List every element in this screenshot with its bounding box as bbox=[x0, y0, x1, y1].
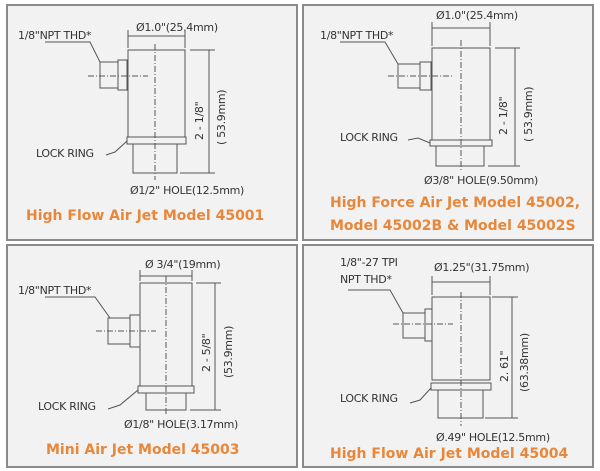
height-mm-label: (63.38mm) bbox=[518, 333, 531, 392]
air-jet-drawing-45004 bbox=[348, 276, 518, 426]
diameter-label: Ø1.0"(25.4mm) bbox=[436, 9, 518, 22]
hole-label: Ø.49" HOLE(12.5mm) bbox=[436, 431, 550, 444]
hole-label: Ø1/8" HOLE(3.17mm) bbox=[124, 418, 239, 431]
panel-45002 bbox=[302, 4, 594, 241]
lock-ring-label: LOCK RING bbox=[340, 392, 398, 405]
diameter-label: Ø1.0"(25.4mm) bbox=[136, 21, 218, 34]
thread-label: 1/8"NPT THD* bbox=[18, 29, 92, 42]
thread-label-line2: NPT THD* bbox=[340, 273, 392, 286]
model-title: High Force Air Jet Model 45002, bbox=[330, 195, 581, 211]
diameter-label: Ø1.25"(31.75mm) bbox=[434, 261, 530, 274]
thread-label: 1/8"NPT THD* bbox=[18, 284, 92, 297]
model-title: High Flow Air Jet Model 45004 bbox=[330, 446, 569, 462]
height-inch-label: 2 - 1/8" bbox=[497, 96, 510, 135]
air-jet-drawing-45002 bbox=[340, 22, 520, 172]
lock-ring-label: LOCK RING bbox=[36, 147, 94, 160]
height-inch-label: 2 - 1/8" bbox=[193, 101, 206, 140]
diameter-label: Ø 3/4"(19mm) bbox=[145, 258, 221, 271]
height-mm-label: (53.9mm) bbox=[222, 325, 235, 378]
panel-45003 bbox=[6, 244, 298, 468]
air-jet-drawing-45001 bbox=[45, 30, 215, 180]
panel-45001 bbox=[6, 4, 298, 241]
lock-ring-label: LOCK RING bbox=[340, 131, 398, 144]
height-mm-label: ( 53.9mm) bbox=[522, 86, 535, 142]
model-title: High Flow Air Jet Model 45001 bbox=[26, 208, 265, 224]
panel-45004 bbox=[302, 244, 594, 468]
thread-label: 1/8"-27 TPI bbox=[340, 256, 398, 269]
model-title-line2: Model 45002B & Model 45002S bbox=[330, 218, 576, 234]
lock-ring-label: LOCK RING bbox=[38, 400, 96, 413]
height-inch-label: 2 - 5/8" bbox=[200, 333, 213, 372]
hole-label: Ø1/2" HOLE(12.5mm) bbox=[130, 184, 245, 197]
model-title: Mini Air Jet Model 45003 bbox=[46, 442, 240, 458]
height-mm-label: ( 53.9mm) bbox=[215, 89, 228, 145]
hole-label: Ø3/8" HOLE(9.50mm) bbox=[424, 174, 539, 187]
height-inch-label: 2. 61" bbox=[498, 350, 511, 382]
thread-label: 1/8"NPT THD* bbox=[320, 29, 394, 42]
air-jet-drawing-45003 bbox=[45, 270, 221, 416]
